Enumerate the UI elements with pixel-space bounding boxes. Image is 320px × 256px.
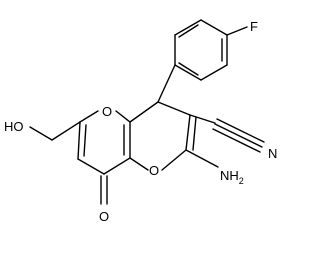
bond-c-f	[226, 26, 248, 36]
bond	[103, 157, 131, 175]
bond	[157, 101, 191, 116]
atom-label-ring-o-bottom: O	[149, 163, 159, 178]
atom-label-ring-o-top: O	[102, 104, 112, 119]
bond-c-nh2	[185, 149, 219, 168]
bond	[79, 110, 99, 123]
bond	[129, 157, 149, 171]
double-bond-inner	[83, 124, 87, 157]
atom-label-amino: NH2	[220, 168, 244, 186]
molecule-drawing: F O O N NH2 O HO	[4, 19, 277, 224]
bond	[115, 110, 131, 123]
double-bond-inner	[178, 62, 199, 76]
structure-figure: F O O N NH2 O HO	[4, 19, 277, 224]
atom-label-f: F	[250, 19, 258, 34]
bond	[77, 121, 81, 160]
bond	[200, 19, 228, 36]
bond	[174, 64, 202, 81]
bond	[129, 101, 159, 123]
amino-subscript: 2	[239, 176, 244, 186]
bond-ch2-oh	[29, 126, 53, 141]
amino-nh: NH	[220, 168, 239, 183]
bond	[185, 114, 191, 151]
triple-bond	[214, 123, 263, 148]
triple-bond	[216, 118, 265, 143]
atom-label-hydroxyl: HO	[4, 119, 24, 134]
triple-bond	[212, 128, 261, 153]
pyranone-ring	[77, 110, 131, 175]
double-bond-inner	[178, 24, 199, 38]
bond	[200, 64, 228, 81]
fluorophenyl-ring	[174, 19, 248, 81]
bond-phenyl-c4	[157, 64, 176, 103]
double-bond-inner	[192, 116, 197, 151]
bond	[174, 19, 202, 36]
bond	[161, 149, 187, 171]
atom-label-carbonyl-o: O	[99, 209, 109, 224]
bond-c-cn	[189, 114, 216, 124]
bond	[77, 158, 105, 175]
atom-label-nitrile-n: N	[268, 146, 277, 161]
bond-ch2	[51, 121, 81, 141]
dihydropyran-ring	[129, 101, 197, 171]
